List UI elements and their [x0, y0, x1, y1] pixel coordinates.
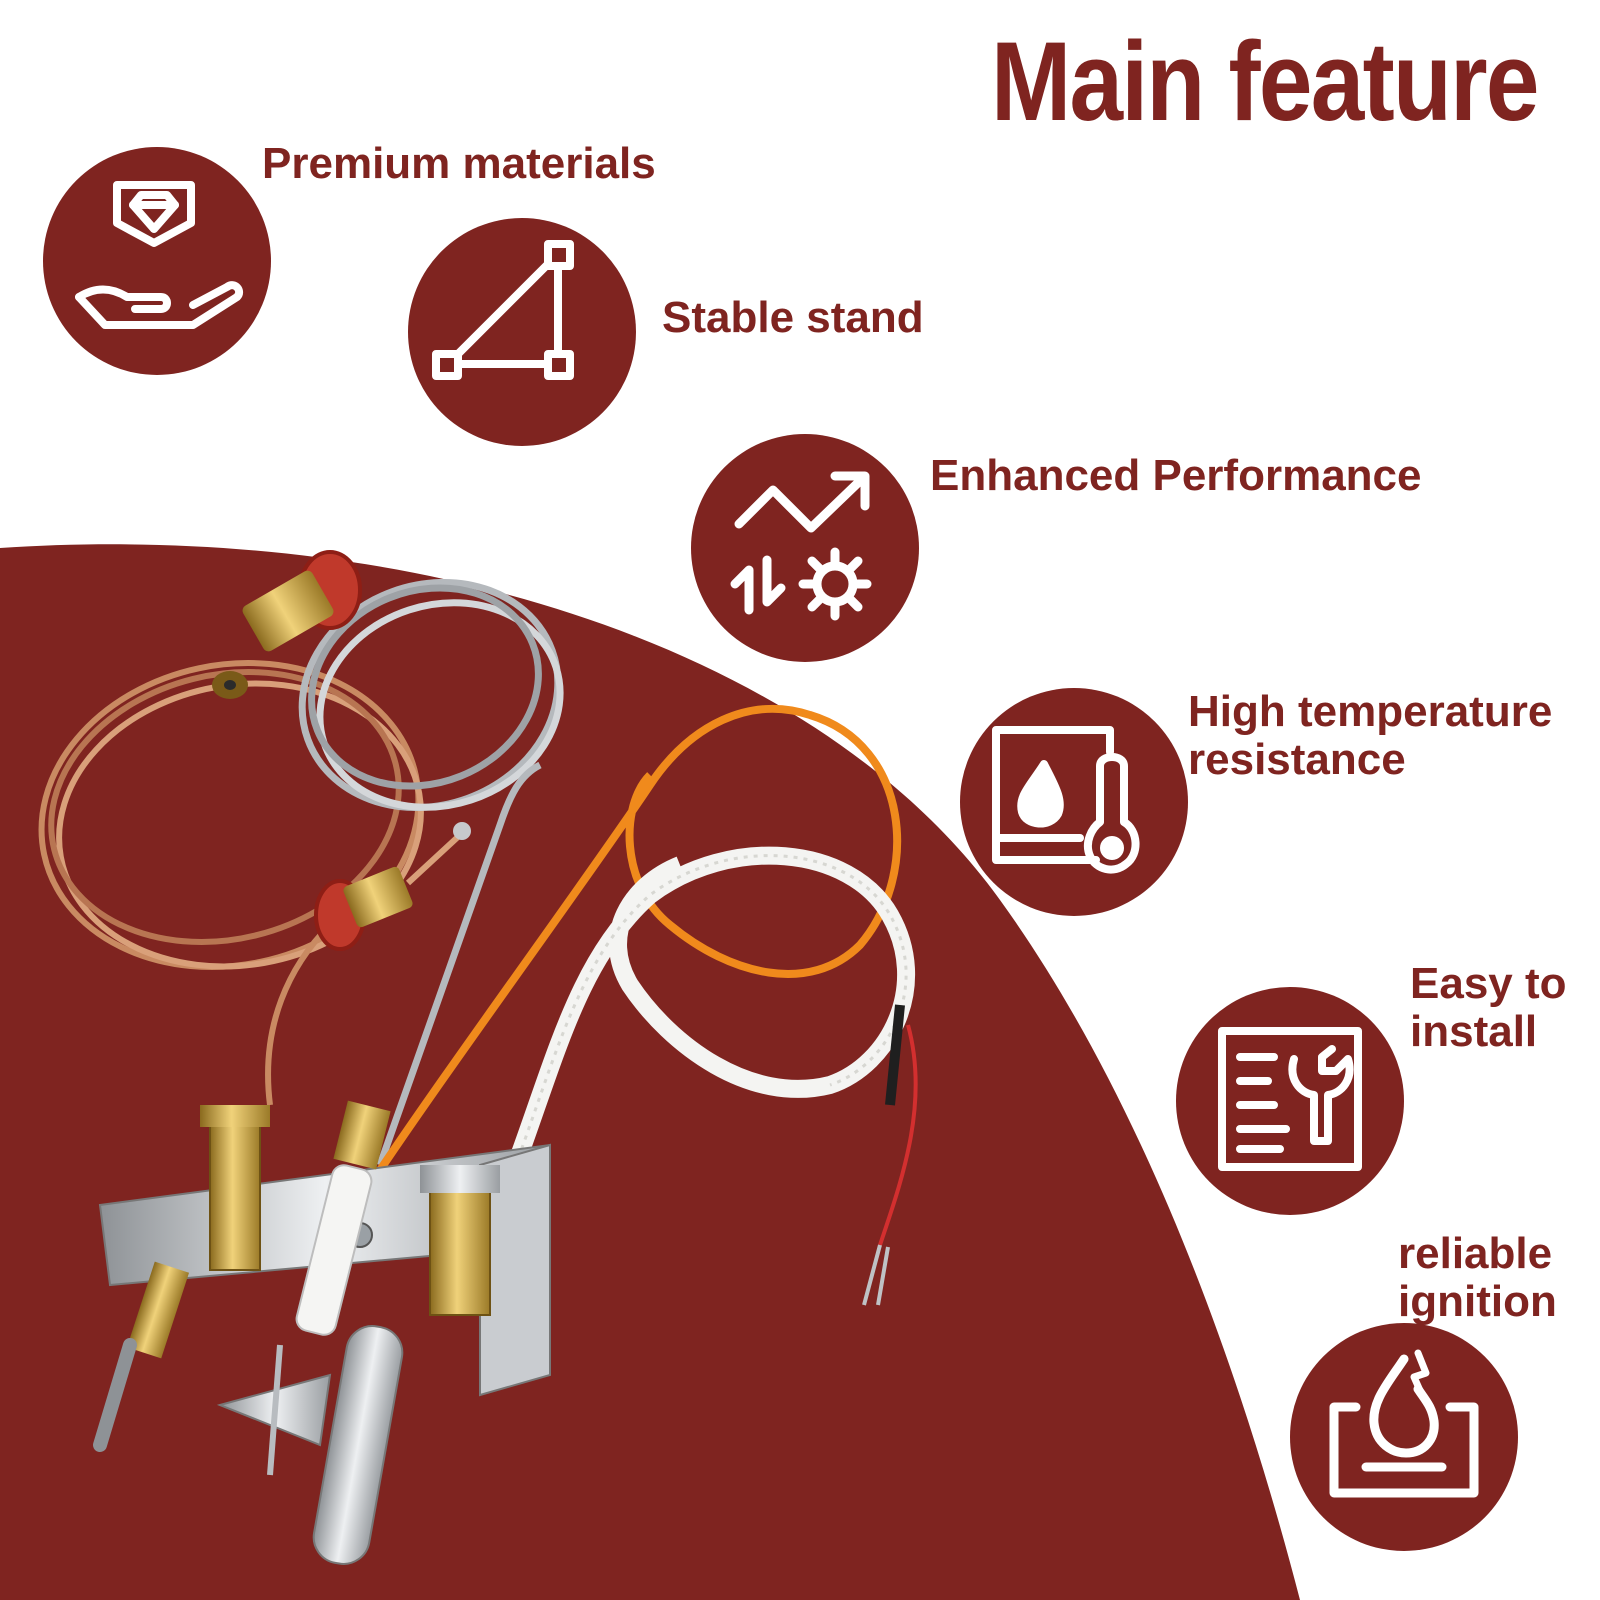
- feature-label-line: install: [1410, 1006, 1538, 1056]
- middle-brass-fitting: [314, 822, 471, 951]
- stable-stand-badge: [408, 218, 636, 446]
- feature-label-enhanced-performance: Enhanced Performance: [930, 451, 1422, 500]
- feature-label-line: High temperature: [1188, 687, 1553, 736]
- main-pilot-hood: [312, 1165, 500, 1565]
- top-brass-fitting: [212, 550, 362, 699]
- triangle-nodes-icon: [432, 240, 574, 380]
- premium-materials-badge: [43, 147, 271, 375]
- feature-label-line: resistance: [1188, 734, 1406, 784]
- reliable-ignition-badge: [1290, 1323, 1518, 1551]
- page-title: Main feature: [991, 19, 1539, 144]
- manual-wrench-icon: [1218, 1027, 1362, 1171]
- high-temperature-badge: [960, 688, 1188, 916]
- orange-ignition-wire: [366, 704, 902, 1188]
- easy-install-badge: [1176, 987, 1404, 1215]
- feature-label-line: ignition: [1398, 1276, 1557, 1326]
- flame-thermometer-icon: [992, 726, 1140, 874]
- burner-flame-icon: [1329, 1349, 1479, 1498]
- diamond-hand-icon: [75, 181, 244, 329]
- thermocouple-pilot: [93, 1105, 270, 1452]
- silver-tube-coil: [298, 578, 564, 1167]
- ceramic-igniter: [216, 1100, 391, 1476]
- feature-label-stable-stand: Stable stand: [662, 293, 924, 342]
- enhanced-performance-badge: [691, 434, 919, 662]
- copper-tube-coil: [38, 660, 424, 1106]
- pilot-assembly-image: [38, 550, 918, 1565]
- feature-label-premium-materials: Premium materials: [262, 139, 656, 188]
- wire-terminals: [862, 1004, 918, 1306]
- feature-label-line: Easy to: [1410, 959, 1567, 1008]
- feature-label-line: reliable: [1398, 1229, 1553, 1278]
- trend-gear-icon: [730, 471, 872, 621]
